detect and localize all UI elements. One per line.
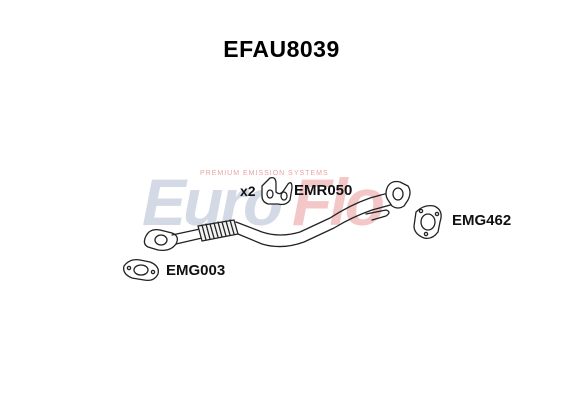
hanger-bracket [365,209,390,221]
pipe-mid-section [235,191,393,236]
watermark-brand-flo: Flo [292,165,384,239]
rear-flange [385,180,411,209]
front-flange-hole [154,234,168,246]
pipe-front-section [171,228,203,245]
rear-gasket-icon [413,204,442,240]
front-flange [143,228,178,252]
pipe-mid-section-lower [237,203,395,248]
watermark-tagline: PREMIUM EMISSION SYSTEMS [200,170,329,177]
rear-flange-hole [392,187,404,201]
front-gasket-icon [123,258,159,282]
rubber-mount-quantity: x2 [240,183,256,199]
part-number-title: EFAU8039 [223,36,340,62]
rubber-mount-icon [261,176,293,206]
rubber-mount-code: EMR050 [294,182,353,199]
rear-gasket-code: EMG462 [452,212,512,229]
flex-section [197,219,239,242]
front-gasket-code: EMG003 [166,262,226,279]
